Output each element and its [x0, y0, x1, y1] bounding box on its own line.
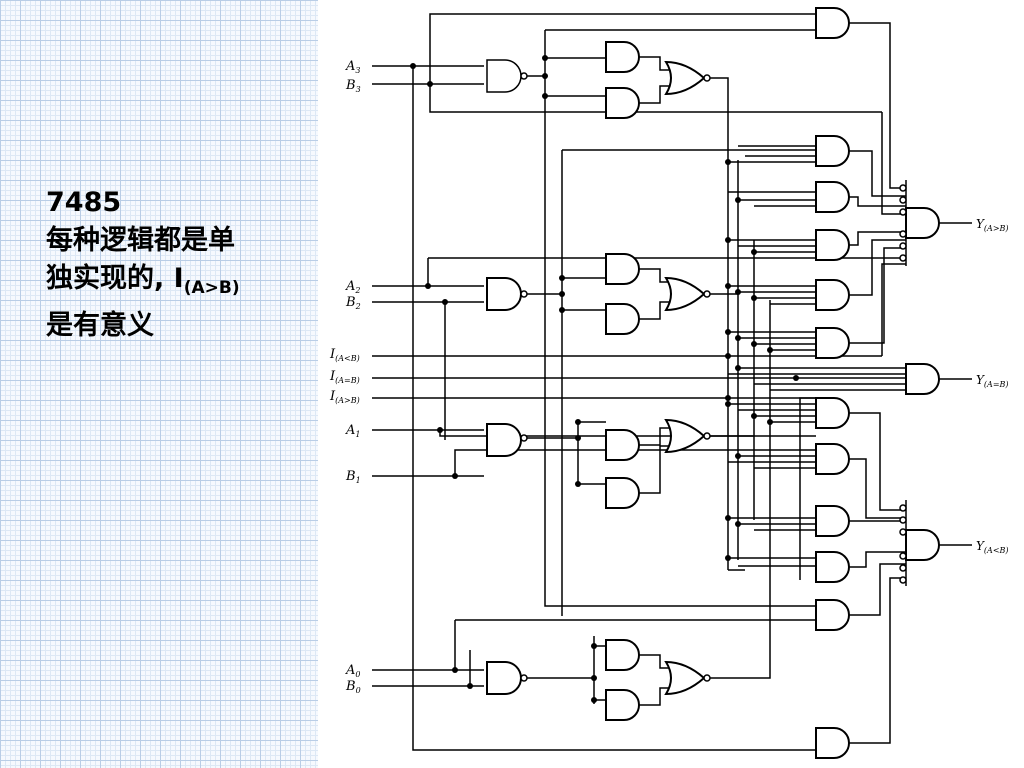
- stage-1: [372, 240, 816, 520]
- label-i-equal: I(A=B): [329, 369, 360, 385]
- comparator-7485-circuit: A3 B3 A2 B2 I(A<B) I(A=B) I(A>B) A1 B1 A…: [329, 7, 1009, 759]
- input-labels: A3 B3 A2 B2 I(A<B) I(A=B) I(A>B) A1 B1 A…: [329, 59, 361, 695]
- caption-line-2: 独实现的, I(A>B): [46, 260, 316, 307]
- output-labels: Y(A>B) Y(A=B) Y(A<B): [976, 217, 1009, 555]
- stage-3: [372, 13, 882, 751]
- label-y-greater: Y(A>B): [976, 217, 1009, 233]
- label-b2: B2: [345, 295, 361, 311]
- label-i-greater: I(A>B): [329, 389, 360, 405]
- label-y-less: Y(A<B): [976, 539, 1009, 555]
- output-gates: [728, 22, 972, 744]
- label-y-equal: Y(A=B): [976, 373, 1009, 389]
- slide-caption: 7485 每种逻辑都是单 独实现的, I(A>B) 是有意义: [46, 184, 316, 345]
- cascade-inputs: [372, 353, 906, 401]
- stage-2: [372, 149, 882, 616]
- label-a0: A0: [345, 663, 360, 679]
- right-and-gates: [725, 135, 850, 759]
- caption-subscript: (A>B): [183, 278, 240, 298]
- label-a1: A1: [345, 423, 360, 439]
- caption-title: 7485: [46, 187, 122, 218]
- grid-background: [0, 0, 318, 768]
- label-a2: A2: [345, 279, 360, 295]
- caption-line-3: 是有意义: [46, 310, 154, 341]
- caption-line-1: 每种逻辑都是单: [46, 225, 235, 256]
- label-i-less: I(A<B): [329, 347, 360, 363]
- label-b0: B0: [345, 679, 361, 695]
- caption-line-2-text: 独实现的, I: [46, 263, 184, 294]
- top-and-gate: [815, 7, 850, 39]
- label-b1: B1: [345, 469, 361, 485]
- label-a3: A3: [345, 59, 360, 75]
- stage-0: [372, 300, 816, 721]
- label-b3: B3: [345, 78, 361, 94]
